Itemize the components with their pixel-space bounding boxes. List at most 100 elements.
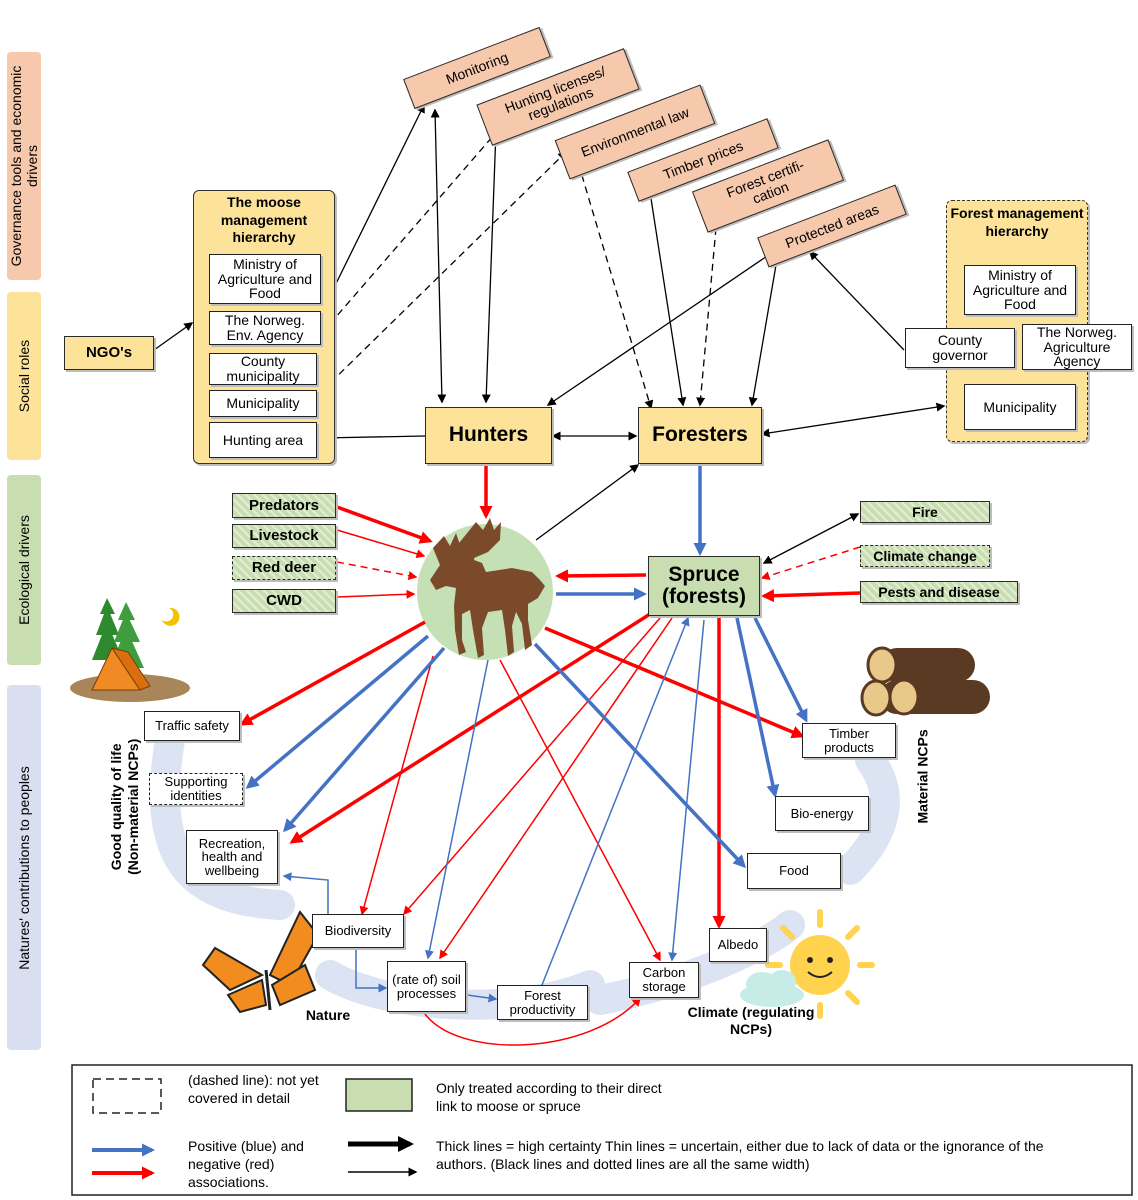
- moose-icon: [430, 518, 545, 658]
- arrow-municipality-env-law: [321, 150, 568, 392]
- foresters-box: Foresters: [638, 407, 762, 464]
- arrow-spruce-biodiversity: [403, 617, 661, 916]
- ncp-band-material: [835, 745, 900, 885]
- arrow-protected-hunters: [546, 249, 777, 406]
- pests-label: Pests and disease: [878, 583, 1000, 600]
- climate-label: Climate (regulating NCPs): [687, 1004, 815, 1037]
- arrow-spruce-carbon: [668, 619, 705, 962]
- arrow-spruce-moose: [555, 569, 647, 583]
- arrow-productivity-spruce: [539, 616, 690, 991]
- albedo-label: Albedo: [717, 937, 759, 953]
- foresters-label: Foresters: [652, 423, 748, 447]
- predators-box: Predators: [232, 493, 336, 518]
- arrow-spruce-soil: [439, 617, 673, 960]
- butterfly-icon: [201, 910, 320, 1014]
- spruce-box: Spruce (forests): [648, 556, 760, 616]
- arrow-monitoring-hunters: [430, 108, 447, 404]
- climate-change-box: Climate change: [860, 545, 990, 567]
- bio-energy-label: Bio-energy: [790, 805, 854, 821]
- livestock-label: Livestock: [249, 527, 319, 545]
- food-label: Food: [779, 863, 809, 879]
- moose-county-label: County municipality: [226, 353, 300, 384]
- hunters-label: Hunters: [448, 423, 529, 447]
- arrow-reddeer-moose: [336, 561, 418, 581]
- arrow-protected-foresters: [748, 264, 777, 407]
- forest-agency-label: The Norweg. Agriculture Agency: [1036, 323, 1118, 370]
- arrow-foresters-municipality: [760, 402, 946, 438]
- arrow-pests-spruce: [761, 589, 861, 603]
- arrow-agency-monitoring: [321, 103, 425, 313]
- forest-municipality-label: Municipality: [983, 398, 1057, 415]
- arrow-envlaw-foresters: [574, 151, 654, 410]
- arrow-livestock-moose: [336, 529, 426, 559]
- hunting-area-label: Hunting area: [222, 431, 304, 448]
- forest-agency-box: The Norweg. Agriculture Agency: [1022, 324, 1132, 370]
- band-ncp: Natures' contributions to peoples: [7, 685, 41, 1050]
- arrow-moose-timber: [544, 626, 805, 739]
- arrow-soil-carbon: [424, 996, 641, 1046]
- fire-label: Fire: [912, 503, 938, 520]
- arrow-moose-traffic: [239, 620, 426, 726]
- nature-label: Nature: [305, 1007, 351, 1023]
- band-ncp-label: Natures' contributions to peoples: [15, 765, 32, 970]
- legend-thickness-text: Thick lines = high certainty Thin lines …: [436, 1138, 1044, 1173]
- ngo-label: NGO's: [85, 344, 133, 362]
- arrow-countygov-protected: [808, 250, 905, 351]
- food-box: Food: [747, 853, 841, 889]
- arrow-moose-identities: [245, 634, 430, 789]
- arrow-timberprices-foresters: [649, 191, 687, 407]
- traffic-safety-box: Traffic safety: [144, 711, 240, 741]
- arrow-ngo-moose-hierarchy: [153, 322, 194, 351]
- soil-processes-label: (rate of) soil processes: [392, 971, 461, 1001]
- traffic-safety-label: Traffic safety: [155, 718, 229, 734]
- pests-box: Pests and disease: [860, 581, 1018, 603]
- arrow-spruce-recreation: [289, 612, 651, 844]
- arrow-biodiversity-soil: [355, 948, 388, 993]
- recreation-label: Recreation, health and wellbeing: [198, 835, 266, 878]
- moose-ministry-box: Ministry of Agriculture and Food: [209, 254, 321, 304]
- forest-ministry-label: Ministry of Agriculture and Food: [972, 266, 1068, 313]
- band-social-label: Social roles: [15, 339, 32, 413]
- moose-county-box: County municipality: [209, 353, 317, 385]
- legend-green-sample: [345, 1078, 413, 1112]
- carbon-storage-box: Carbon storage: [629, 962, 699, 998]
- arrow-certification-foresters: [696, 227, 717, 407]
- band-social: Social roles: [7, 292, 41, 460]
- good-quality-label: Good quality of life (Non-material NCPs): [108, 738, 141, 875]
- timber-products-box: Timber products: [802, 723, 896, 758]
- arrow-predators-moose: [336, 505, 433, 544]
- arrow-licenses-hunters: [481, 129, 497, 404]
- band-governance: Governance tools and economic drivers: [7, 52, 41, 280]
- arrow-moose-food: [533, 642, 747, 869]
- forest-ministry-box: Ministry of Agriculture and Food: [964, 265, 1076, 315]
- moose-agency-label: The Norweg. Env. Agency: [224, 312, 306, 343]
- carbon-storage-label: Carbon storage: [642, 965, 686, 994]
- cwd-label: CWD: [266, 592, 302, 610]
- albedo-box: Albedo: [709, 928, 767, 962]
- arrow-moose-foresters: [535, 464, 640, 541]
- bio-energy-box: Bio-energy: [775, 796, 869, 831]
- material-ncps-label: Material NCPs: [914, 729, 931, 824]
- arrow-cwd-moose: [336, 589, 416, 599]
- arrow-moose-recreation: [283, 646, 446, 833]
- red-deer-label: Red deer: [251, 559, 317, 577]
- moose-hierarchy-title: The moose management hierarchy: [220, 194, 308, 245]
- climate-change-label: Climate change: [873, 547, 977, 564]
- recreation-box: Recreation, health and wellbeing: [186, 830, 278, 884]
- moose-municipality-box: Municipality: [209, 390, 317, 417]
- biodiversity-label: Biodiversity: [324, 923, 392, 939]
- legend-box: [71, 1064, 1133, 1196]
- arrow-moose-carbon: [499, 659, 661, 962]
- arrow-biodiversity-recreation: [282, 872, 329, 914]
- forest-productivity-box: Forest productivity: [497, 985, 588, 1020]
- forest-hierarchy-title: Forest management hierarchy: [950, 205, 1084, 239]
- arrow-fire-spruce: [762, 513, 860, 564]
- band-ecological: Ecological drivers: [7, 475, 41, 665]
- arrow-spruce-bioenergy: [735, 617, 780, 798]
- legend-green-text: Only treated according to their direct l…: [436, 1080, 662, 1115]
- legend-colors-text: Positive (blue) and negative (red) assoc…: [188, 1138, 304, 1191]
- legend-dashed-text: (dashed line): not yet covered in detail: [188, 1072, 319, 1107]
- moose-municipality-label: Municipality: [226, 395, 300, 412]
- supporting-identities-label: Supporting identities: [164, 774, 228, 803]
